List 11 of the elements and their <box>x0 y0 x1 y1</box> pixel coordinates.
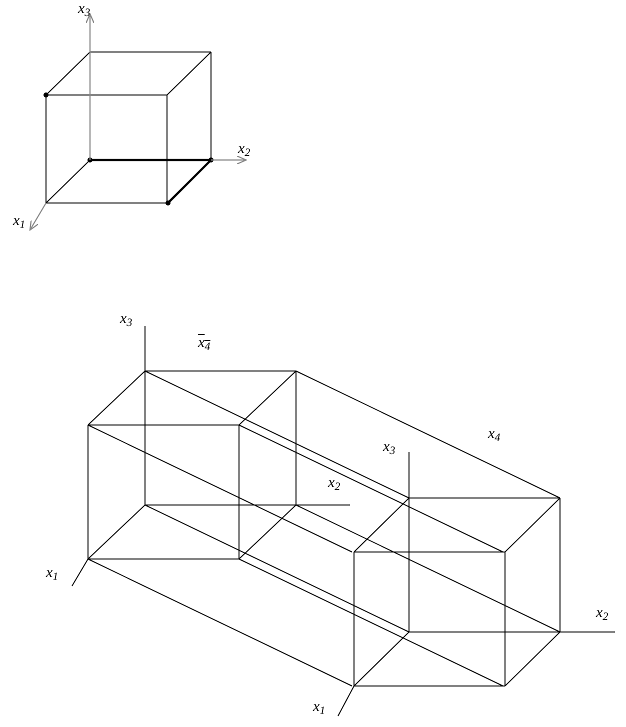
axis-label: x$_{1}$ <box>46 566 58 581</box>
axis-label: x$_{2}$ <box>596 606 608 621</box>
axis-label: x$_{1}$ <box>13 214 26 229</box>
axis-label: x$_{3}$ <box>78 2 90 17</box>
axis-label: x$_{2}$ <box>328 476 340 491</box>
axis-label: x$_{2}$ <box>238 142 250 157</box>
axis-label: x$_{1}$ <box>313 700 326 715</box>
axis-label: x$_{4}$ <box>488 427 500 442</box>
axis-label: x$_{3}$ <box>383 440 396 455</box>
axis-label: x$_{4}$ <box>198 336 210 351</box>
axis-label: x$_{3}$ <box>120 312 132 327</box>
